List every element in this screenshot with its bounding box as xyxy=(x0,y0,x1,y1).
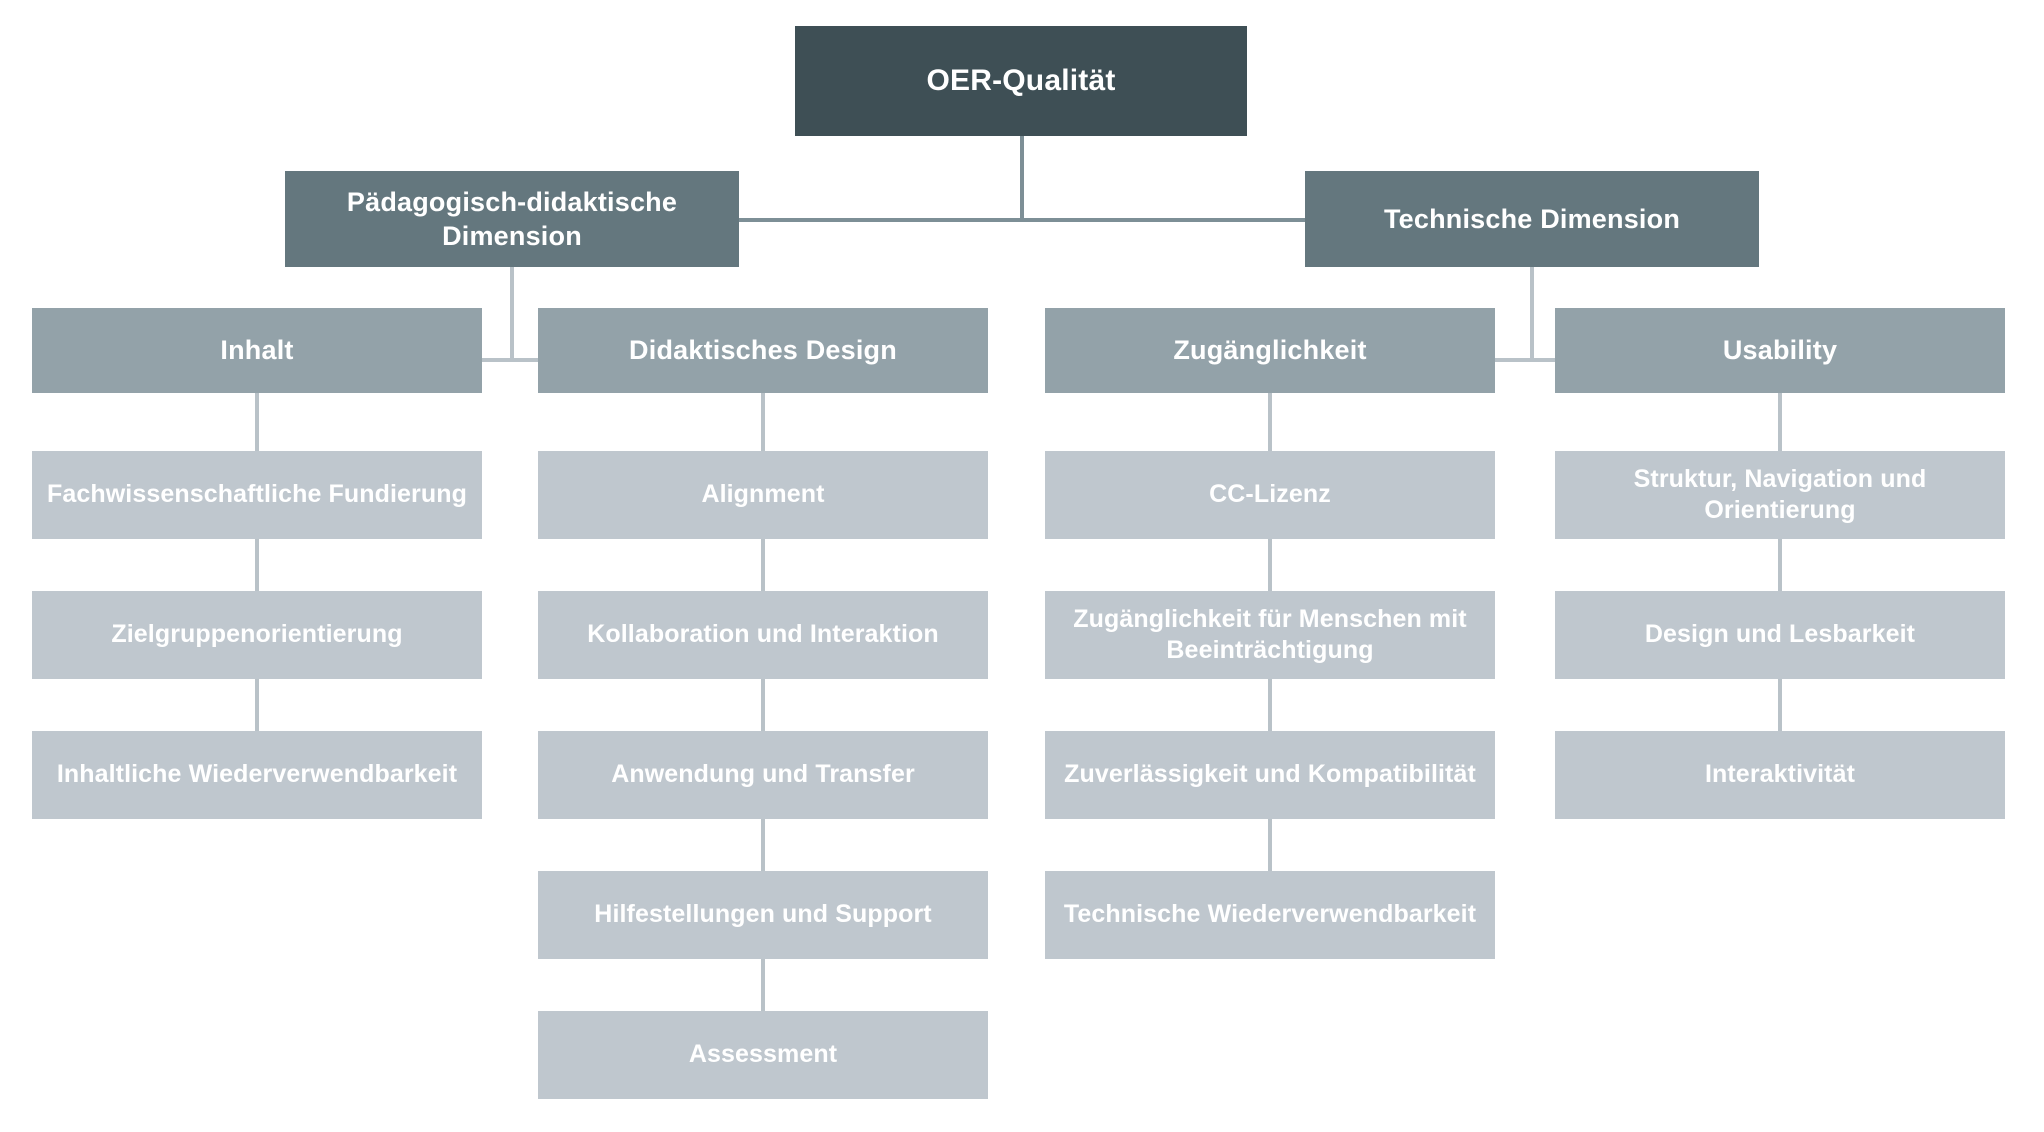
connector-col3-seg3 xyxy=(1268,679,1272,736)
connector-col2-seg3 xyxy=(761,679,765,736)
connector-col4-seg2 xyxy=(1778,539,1782,596)
connector-dim-right-down xyxy=(1530,267,1534,362)
node-leaf-interaktivitaet[interactable]: Interaktivität xyxy=(1555,731,2005,819)
connector-root-down xyxy=(1020,136,1024,222)
connector-col3-seg4 xyxy=(1268,819,1272,876)
connector-dimension-bar xyxy=(738,218,1306,222)
node-root-oer-qualitaet[interactable]: OER-Qualität xyxy=(795,26,1247,136)
node-leaf-technische-wiederverwendbarkeit[interactable]: Technische Wiederverwendbarkeit xyxy=(1045,871,1495,959)
node-category-zugaenglichkeit[interactable]: Zugänglichkeit xyxy=(1045,308,1495,393)
node-leaf-anwendung-und-transfer[interactable]: Anwendung und Transfer xyxy=(538,731,988,819)
connector-col2-seg4 xyxy=(761,819,765,876)
node-dimension-paedagogisch-didaktisch[interactable]: Pädagogisch-didaktische Dimension xyxy=(285,171,739,267)
node-leaf-zuverlaessigkeit-kompatibilitaet[interactable]: Zuverlässigkeit und Kompatibilität xyxy=(1045,731,1495,819)
node-leaf-fachwissenschaftliche-fundierung[interactable]: Fachwissenschaftliche Fundierung xyxy=(32,451,482,539)
node-leaf-cc-lizenz[interactable]: CC-Lizenz xyxy=(1045,451,1495,539)
node-leaf-zugaenglichkeit-beeintraechtigung[interactable]: Zugänglichkeit für Menschen mit Beeinträ… xyxy=(1045,591,1495,679)
node-leaf-alignment[interactable]: Alignment xyxy=(538,451,988,539)
connector-col1-seg3 xyxy=(255,679,259,736)
node-category-inhalt[interactable]: Inhalt xyxy=(32,308,482,393)
node-category-usability[interactable]: Usability xyxy=(1555,308,2005,393)
connector-col2-seg2 xyxy=(761,539,765,596)
node-leaf-inhaltliche-wiederverwendbarkeit[interactable]: Inhaltliche Wiederverwendbarkeit xyxy=(32,731,482,819)
node-leaf-hilfestellungen-und-support[interactable]: Hilfestellungen und Support xyxy=(538,871,988,959)
connector-col2-seg5 xyxy=(761,959,765,1016)
connector-dim-left-down xyxy=(510,267,514,362)
connector-col3-seg2 xyxy=(1268,539,1272,596)
connector-col4-seg1 xyxy=(1778,393,1782,456)
node-dimension-technische[interactable]: Technische Dimension xyxy=(1305,171,1759,267)
connector-col1-seg1 xyxy=(255,393,259,456)
connector-category-bar-left xyxy=(258,358,762,362)
connector-col4-seg3 xyxy=(1778,679,1782,736)
node-leaf-design-und-lesbarkeit[interactable]: Design und Lesbarkeit xyxy=(1555,591,2005,679)
connector-col1-seg2 xyxy=(255,539,259,596)
connector-col3-seg1 xyxy=(1268,393,1272,456)
node-leaf-struktur-navigation-orientierung[interactable]: Struktur, Navigation und Orientierung xyxy=(1555,451,2005,539)
connector-category-bar-right xyxy=(1278,358,1782,362)
node-leaf-zielgruppenorientierung[interactable]: Zielgruppenorientierung xyxy=(32,591,482,679)
node-leaf-kollaboration-und-interaktion[interactable]: Kollaboration und Interaktion xyxy=(538,591,988,679)
node-category-didaktisches-design[interactable]: Didaktisches Design xyxy=(538,308,988,393)
connector-col2-seg1 xyxy=(761,393,765,456)
node-leaf-assessment[interactable]: Assessment xyxy=(538,1011,988,1099)
